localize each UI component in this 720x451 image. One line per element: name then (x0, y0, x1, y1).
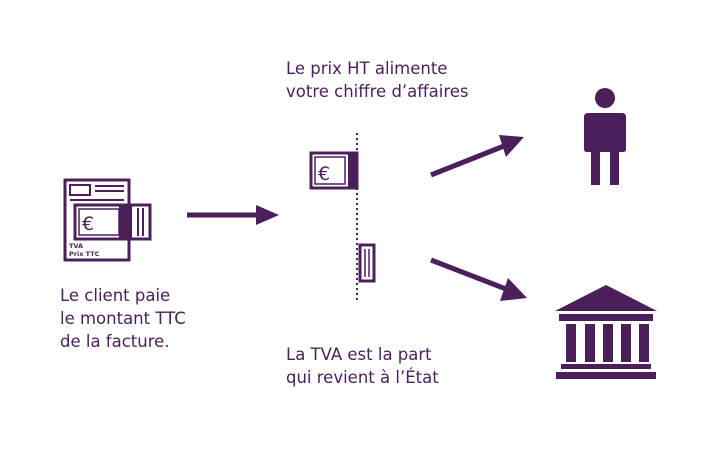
arrow-right-icon (187, 205, 279, 225)
caption-client-line-1: Le client paie (60, 286, 171, 305)
caption-tva-state: La TVA est la part qui revient à l’État (286, 343, 439, 389)
invoice-tva-label: TVA (69, 242, 83, 250)
invoice-with-banknote-icon: € TVA Prix TTC (63, 178, 152, 262)
caption-tva-line-2: qui revient à l’État (286, 368, 439, 387)
invoice-euro-sign: € (82, 213, 94, 235)
banknote-icon: € (309, 151, 359, 190)
person-icon (584, 88, 626, 185)
government-building-icon (555, 285, 657, 379)
banknote-slice-icon (358, 243, 376, 283)
caption-tva-line-1: La TVA est la part (286, 345, 432, 364)
invoice-ttc-label: Prix TTC (69, 250, 100, 258)
arrow-to-state-icon (430, 257, 527, 301)
ht-euro-sign: € (318, 163, 330, 185)
caption-ht-line-2: votre chiffre d’affaires (286, 82, 469, 101)
caption-client-line-3: de la facture. (60, 332, 170, 351)
caption-client-line-2: le montant TTC (60, 309, 186, 328)
caption-ht-line-1: Le prix HT alimente (286, 59, 448, 78)
caption-client-pays: Le client paie le montant TTC de la fact… (60, 284, 186, 353)
caption-ht-revenue: Le prix HT alimente votre chiffre d’affa… (286, 57, 469, 103)
arrow-to-person-icon (430, 135, 524, 178)
